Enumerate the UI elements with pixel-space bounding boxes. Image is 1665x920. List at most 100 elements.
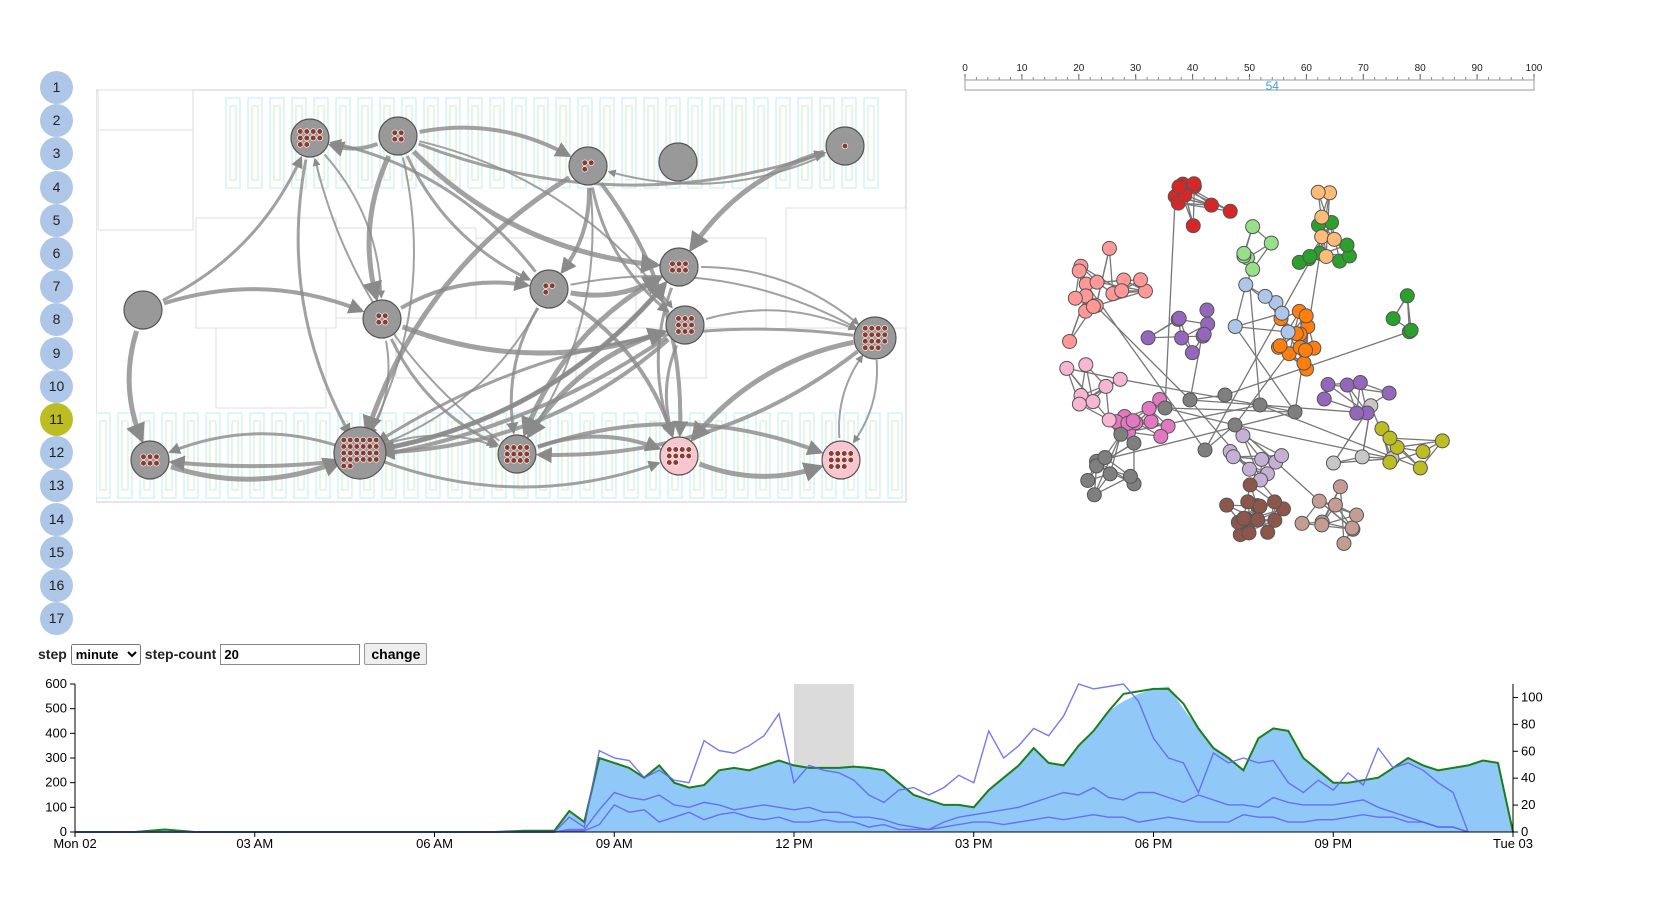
floor-button-13[interactable]: 13 — [40, 469, 73, 503]
person-node[interactable] — [1182, 392, 1198, 408]
person-node[interactable] — [1071, 263, 1087, 279]
person-node[interactable] — [1122, 468, 1138, 484]
person-node[interactable] — [1143, 414, 1159, 430]
person-node[interactable] — [1059, 360, 1075, 376]
person-node[interactable] — [1434, 433, 1450, 449]
person-node[interactable] — [1197, 442, 1213, 458]
person-node[interactable] — [1080, 472, 1096, 488]
person-node[interactable] — [1318, 248, 1334, 264]
person-node[interactable] — [1140, 330, 1156, 346]
zone-circle[interactable] — [290, 118, 330, 158]
zone-node[interactable] — [529, 269, 569, 309]
person-node[interactable] — [1382, 430, 1398, 446]
person-node[interactable] — [1174, 330, 1190, 346]
step-select[interactable]: minute — [70, 643, 141, 665]
zone-node[interactable] — [659, 436, 699, 476]
person-node[interactable] — [1225, 449, 1241, 465]
person-node[interactable] — [1236, 245, 1252, 261]
person-node[interactable] — [1381, 385, 1397, 401]
person-node[interactable] — [1062, 333, 1078, 349]
zone-node[interactable] — [333, 426, 387, 480]
person-node[interactable] — [1235, 428, 1251, 444]
floor-button-2[interactable]: 2 — [40, 104, 73, 138]
person-node[interactable] — [1227, 319, 1243, 335]
person-node[interactable] — [1078, 357, 1094, 373]
person-node[interactable] — [1102, 466, 1118, 482]
person-node[interactable] — [1344, 520, 1360, 536]
step-count-input[interactable] — [220, 643, 361, 665]
floor-button-8[interactable]: 8 — [40, 303, 73, 337]
person-node[interactable] — [1339, 377, 1355, 393]
floor-button-11[interactable]: 11 — [40, 403, 73, 436]
person-node[interactable] — [1298, 342, 1314, 358]
person-node[interactable] — [1219, 497, 1235, 513]
person-node[interactable] — [1089, 274, 1105, 290]
person-node[interactable] — [1403, 322, 1419, 338]
person-node[interactable] — [1267, 512, 1283, 528]
person-node[interactable] — [1126, 435, 1142, 451]
person-node[interactable] — [1252, 498, 1268, 514]
floor-button-3[interactable]: 3 — [40, 137, 73, 171]
floor-button-10[interactable]: 10 — [40, 369, 73, 403]
person-node[interactable] — [1302, 248, 1318, 264]
person-node[interactable] — [1326, 231, 1342, 247]
person-node[interactable] — [1316, 391, 1332, 407]
zone-circle[interactable] — [821, 440, 861, 480]
person-node[interactable] — [1352, 375, 1368, 391]
zone-circle[interactable] — [568, 146, 608, 186]
person-node[interactable] — [1252, 397, 1268, 413]
person-node[interactable] — [1238, 277, 1254, 293]
person-node[interactable] — [1274, 448, 1290, 464]
person-node[interactable] — [1332, 479, 1348, 495]
person-node[interactable] — [1274, 305, 1290, 321]
person-node[interactable] — [1171, 310, 1187, 326]
person-node[interactable] — [1133, 272, 1149, 288]
person-node[interactable] — [1236, 510, 1252, 526]
person-node[interactable] — [1112, 371, 1128, 387]
zone-node[interactable] — [362, 299, 402, 339]
zone-node[interactable] — [659, 247, 699, 287]
floor-button-15[interactable]: 15 — [40, 535, 73, 569]
floor-button-5[interactable]: 5 — [40, 203, 73, 237]
person-node[interactable] — [1217, 387, 1233, 403]
zone-circle[interactable] — [529, 269, 569, 309]
person-node[interactable] — [1320, 377, 1336, 393]
person-node[interactable] — [1263, 235, 1279, 251]
person-node[interactable] — [1160, 418, 1176, 434]
person-node[interactable] — [1067, 290, 1083, 306]
person-node[interactable] — [1267, 494, 1283, 510]
person-node[interactable] — [1085, 394, 1101, 410]
person-node[interactable] — [1349, 405, 1365, 421]
person-node[interactable] — [1257, 288, 1273, 304]
person-node[interactable] — [1114, 283, 1130, 299]
zone-circle[interactable] — [333, 426, 387, 480]
floor-button-4[interactable]: 4 — [40, 170, 73, 204]
change-button[interactable]: change — [364, 643, 428, 665]
person-node[interactable] — [1272, 338, 1288, 354]
person-node[interactable] — [1184, 345, 1200, 361]
zone-node[interactable] — [497, 434, 537, 474]
person-node[interactable] — [1374, 421, 1390, 437]
person-node[interactable] — [1385, 311, 1401, 327]
zone-node[interactable] — [665, 305, 705, 345]
person-node[interactable] — [1296, 355, 1312, 371]
person-node[interactable] — [1245, 219, 1261, 235]
floor-button-12[interactable]: 12 — [40, 436, 73, 470]
person-node[interactable] — [1086, 487, 1102, 503]
zone-node[interactable] — [130, 440, 170, 480]
person-node[interactable] — [1354, 449, 1370, 465]
zone-circle[interactable] — [853, 316, 897, 360]
person-node[interactable] — [1314, 209, 1330, 225]
zone-circle[interactable] — [659, 436, 699, 476]
zone-node[interactable] — [568, 146, 608, 186]
person-node[interactable] — [1325, 455, 1341, 471]
person-node[interactable] — [1327, 497, 1343, 513]
person-node[interactable] — [1310, 184, 1326, 200]
zone-node[interactable] — [658, 142, 698, 182]
zone-circle[interactable] — [362, 299, 402, 339]
zone-node[interactable] — [853, 316, 897, 360]
floor-button-1[interactable]: 1 — [40, 71, 73, 104]
person-node[interactable] — [1298, 308, 1314, 324]
